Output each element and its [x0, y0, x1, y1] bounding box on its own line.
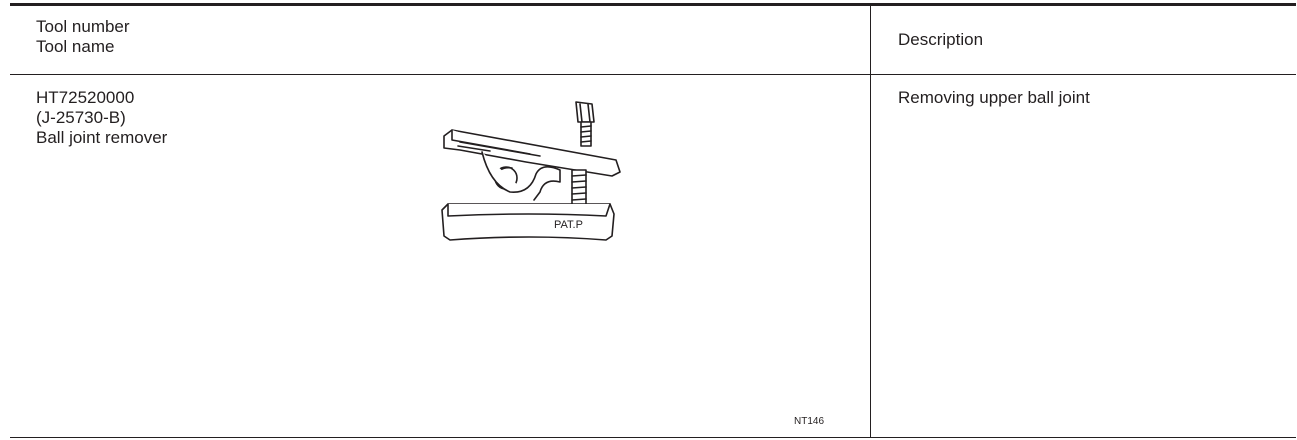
header-description: Description: [898, 30, 984, 49]
header-description-cell: Description: [898, 30, 983, 50]
table-bottom-rule: [10, 437, 1296, 438]
description-cell: Removing upper ball joint: [898, 88, 1090, 108]
table-top-rule: [10, 3, 1296, 6]
tool-name: Ball joint remover: [36, 128, 168, 147]
figure-code: NT146: [794, 416, 825, 427]
column-divider: [870, 6, 871, 438]
header-tool-cell: Tool number Tool name: [36, 17, 130, 57]
tool-info-cell: HT72520000 (J-25730-B) Ball joint remove…: [36, 88, 167, 148]
tool-description: Removing upper ball joint: [898, 88, 1090, 107]
tool-alt-number: (J-25730-B): [36, 108, 126, 127]
header-tool-name: Tool name: [36, 37, 115, 56]
illustration-mark: PAT.P: [554, 219, 583, 231]
special-tools-table: Tool number Tool name Description HT7252…: [10, 0, 1296, 439]
tool-number: HT72520000: [36, 88, 135, 107]
header-tool-number: Tool number: [36, 17, 130, 36]
header-divider: [10, 74, 1296, 75]
ball-joint-remover-illustration: PAT.P: [441, 101, 621, 241]
